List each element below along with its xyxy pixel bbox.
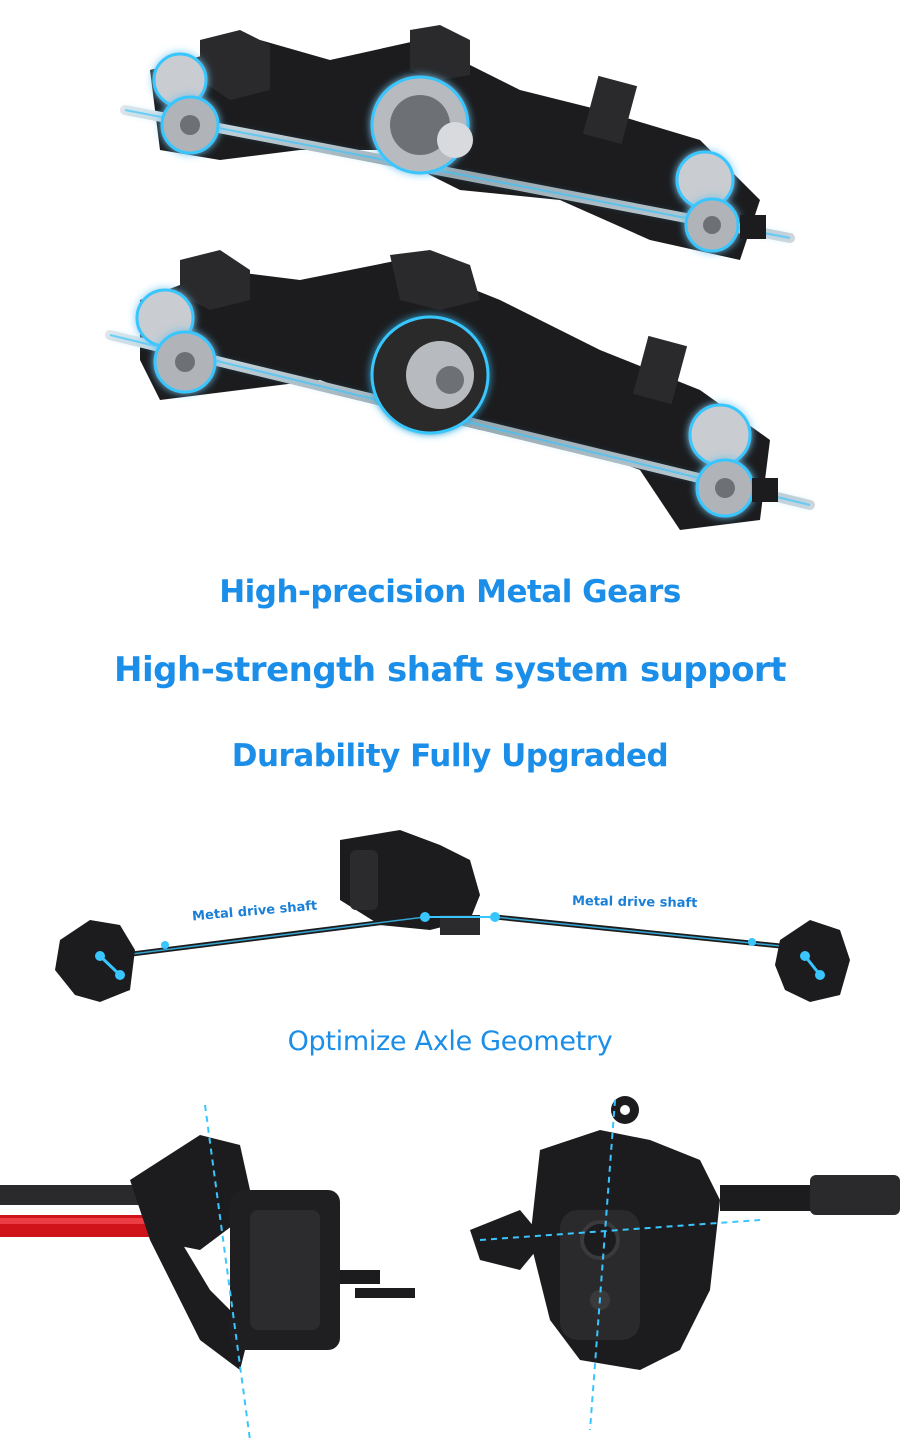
headline-durability: Durability Fully Upgraded — [231, 738, 669, 774]
steering-knuckles-section — [0, 1090, 900, 1454]
knuckle-left-view — [0, 1104, 415, 1441]
right-axle-housing — [775, 920, 850, 1002]
headline-metal-gears: High-precision Metal Gears — [219, 574, 681, 610]
drivetrain-illustration — [55, 830, 850, 1002]
geometry-title: Optimize Axle Geometry — [287, 1026, 613, 1057]
left-axle-housing — [55, 920, 135, 1002]
drive-shaft-label-right: Metal drive shaft — [571, 893, 698, 912]
steering-knuckle-illustration — [0, 1096, 900, 1441]
top-axle — [120, 25, 795, 260]
knuckle-right-view — [470, 1096, 900, 1431]
transmission — [340, 830, 480, 935]
bottom-axle — [105, 250, 815, 530]
drivetrain-section: Metal drive shaft Metal drive shaft — [0, 820, 900, 1020]
axle-assemblies — [0, 0, 900, 560]
axle-assembly-illustration — [105, 25, 815, 530]
headline-shaft-system: High-strength shaft system support — [114, 650, 786, 690]
